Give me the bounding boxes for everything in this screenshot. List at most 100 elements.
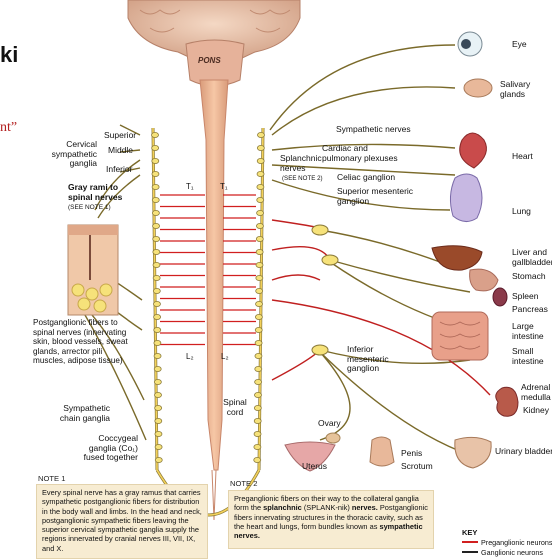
chain-ganglion (254, 444, 261, 449)
small-intestine-label: Small intestine (512, 347, 544, 366)
note2-box: Preganglionic fibers on their way to the… (228, 490, 434, 549)
chain-ganglion (256, 275, 263, 280)
liver-illustration (432, 246, 482, 270)
spinal-cord-label: Spinal cord (218, 398, 252, 417)
chain-ganglion (152, 197, 159, 202)
kidney-illustration (496, 387, 518, 416)
chain-ganglion (153, 249, 160, 254)
chain-ganglion (255, 327, 262, 332)
note2-bold-a: splanchnic (263, 503, 302, 512)
coccygeal-label: Coccygeal ganglia (Co₁) fused together (60, 434, 138, 463)
spleen-label: Spleen (512, 292, 538, 302)
key-title: KEY (462, 528, 477, 538)
chain-ganglion (256, 301, 263, 306)
chain-ganglion (153, 288, 160, 293)
genital-illustration (370, 437, 394, 466)
bladder-illustration (455, 437, 491, 468)
chain-ganglion (154, 353, 161, 358)
lung-illustration (450, 174, 482, 222)
penis-label: Penis (401, 449, 422, 459)
adrenal-label: Adrenal medulla (521, 383, 551, 402)
intestine-illustration (432, 312, 488, 360)
chain-ganglion (257, 171, 264, 176)
collateral-ganglia (312, 225, 338, 355)
chain-ganglion (154, 379, 161, 384)
splanchnic-label: Splanchnic nerves (280, 154, 322, 173)
chain-ganglion (255, 379, 262, 384)
kidney-label: Kidney (523, 406, 549, 416)
chain-ganglion (257, 158, 264, 163)
chain-ganglion (154, 327, 161, 332)
chain-ganglion (155, 405, 162, 410)
cervical-inferior-label: Inferior (106, 165, 132, 175)
chain-ganglion (153, 223, 160, 228)
title-fragment: ki (0, 42, 18, 68)
chain-ganglion (155, 418, 162, 423)
chain-ganglion (152, 145, 159, 150)
stomach-illustration (470, 269, 498, 291)
chain-ganglion (257, 184, 264, 189)
liver-label: Liver and gallbladder (512, 248, 552, 267)
key-ganglionic: Ganglionic neurons (481, 548, 543, 558)
stomach-label: Stomach (512, 272, 546, 282)
chain-ganglion (155, 392, 162, 397)
chain-ganglion (257, 197, 264, 202)
chain-ganglion (154, 340, 161, 345)
eye-illustration (458, 32, 482, 56)
key-preganglionic: Preganglionic neurons (481, 538, 552, 548)
chain-ganglion (256, 223, 263, 228)
salivary-label: Salivary glands (500, 80, 530, 99)
cervical-middle-label: Middle (108, 146, 133, 156)
chain-ganglion (254, 431, 261, 436)
chain-ganglion (257, 145, 264, 150)
note1-title: NOTE 1 (38, 474, 65, 483)
chain-ganglia-label: Sympathetic chain ganglia (40, 404, 110, 423)
spinal-cord (200, 80, 228, 520)
chain-ganglion (256, 249, 263, 254)
chain-ganglion (152, 184, 159, 189)
chain-ganglion (255, 366, 262, 371)
chain-ganglion (254, 457, 261, 462)
quote-fragment: nt” (0, 120, 17, 136)
chain-ganglion (152, 210, 159, 215)
t1-right-label: T₁ (220, 182, 228, 192)
pancreas-label: Pancreas (512, 305, 548, 315)
lung-label: Lung (512, 207, 531, 217)
note2-text-b: (SPLANK-nik) (302, 503, 352, 512)
chain-ganglion (155, 444, 162, 449)
chain-ganglion (154, 366, 161, 371)
chain-ganglion (155, 457, 162, 462)
t1-left-label: T₁ (186, 182, 194, 192)
chain-ganglion (254, 418, 261, 423)
chain-ganglion (153, 301, 160, 306)
chain-ganglion (254, 405, 261, 410)
chain-ganglion (155, 431, 162, 436)
uterus-label: Uterus (302, 462, 327, 472)
chain-ganglion (152, 158, 159, 163)
inferior-mesenteric-label: Inferior mesenteric ganglion (347, 345, 389, 374)
key-legend-lines (462, 542, 478, 552)
chain-ganglion (256, 236, 263, 241)
chain-ganglion (256, 288, 263, 293)
heart-label: Heart (512, 152, 533, 162)
salivary-illustration (464, 79, 492, 97)
pons-label: PONS (198, 56, 221, 66)
bladder-label: Urinary bladder (495, 447, 552, 457)
chain-ganglion (152, 171, 159, 176)
note1-box: Every spinal nerve has a gray ramus that… (36, 484, 208, 559)
chain-ganglion (255, 314, 262, 319)
postganglionic-label: Postganglionic fibers to spinal nerves (… (33, 318, 128, 366)
cardiac-plexus-label: Cardiac and pulmonary plexuses (322, 144, 398, 163)
chain-ganglion (255, 392, 262, 397)
celiac-ganglion-label: Celiac ganglion (337, 173, 395, 183)
chain-ganglion (153, 275, 160, 280)
splanchnic-note: (SEE NOTE 2) (282, 174, 323, 184)
chain-ganglion (257, 210, 264, 215)
l2-right-label: L₂ (221, 352, 229, 362)
spleen-illustration (493, 288, 507, 306)
chain-ganglion (153, 262, 160, 267)
sympathetic-nerves-label: Sympathetic nerves (336, 125, 411, 135)
chain-ganglion (255, 340, 262, 345)
note2-bold-b: nerves. (352, 503, 378, 512)
